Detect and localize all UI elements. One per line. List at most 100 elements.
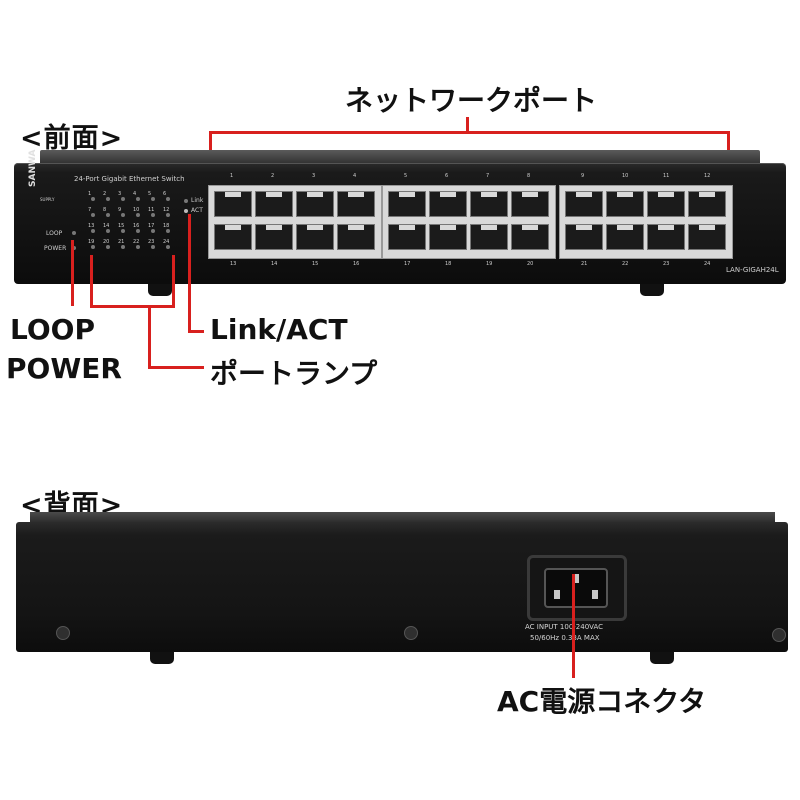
front-foot-left <box>148 284 172 296</box>
port-number-top: 5 <box>404 173 408 179</box>
port-led-number: 16 <box>133 223 140 229</box>
port-led-number: 5 <box>148 191 152 197</box>
port-lamp-callout: ポートランプ <box>210 357 378 390</box>
port-led <box>166 229 170 233</box>
port-led <box>136 197 140 201</box>
port-number-top: 3 <box>312 173 316 179</box>
port-led-number: 22 <box>133 239 140 245</box>
port-led-number: 21 <box>118 239 125 245</box>
port-number-bottom: 20 <box>527 261 534 267</box>
power-led <box>72 246 76 250</box>
port-led-number: 23 <box>148 239 155 245</box>
port-number-top: 1 <box>230 173 234 179</box>
port-led <box>121 245 125 249</box>
back-foot-left <box>150 652 174 664</box>
ethernet-port[interactable] <box>296 224 334 250</box>
network-ports-callout: ネットワークポート <box>345 84 598 117</box>
ac-pin-left <box>554 590 560 599</box>
port-number-bottom: 15 <box>312 261 319 267</box>
ac-rating-text: 50/60Hz 0.33A MAX <box>530 634 600 642</box>
port-led-number: 24 <box>163 239 170 245</box>
port-led <box>121 229 125 233</box>
lamp-callout-to-text <box>148 366 204 369</box>
port-led <box>136 213 140 217</box>
ethernet-port[interactable] <box>337 191 375 217</box>
ac-pin-right <box>592 590 598 599</box>
brand-logo: SANWA <box>28 149 38 187</box>
link-led <box>184 199 188 203</box>
ethernet-port[interactable] <box>647 224 685 250</box>
port-led-number: 18 <box>163 223 170 229</box>
ethernet-port[interactable] <box>511 191 549 217</box>
ac-callout-line <box>572 574 575 678</box>
port-number-top: 10 <box>622 173 629 179</box>
act-label: ACT <box>191 207 203 214</box>
link-label: Link <box>191 197 204 204</box>
ethernet-port[interactable] <box>429 224 467 250</box>
port-led-number: 15 <box>118 223 125 229</box>
port-led <box>136 229 140 233</box>
port-led <box>106 197 110 201</box>
ethernet-port[interactable] <box>429 191 467 217</box>
port-number-top: 6 <box>445 173 449 179</box>
screw-left <box>56 626 70 640</box>
ethernet-port[interactable] <box>688 224 726 250</box>
port-led <box>106 245 110 249</box>
port-led <box>91 245 95 249</box>
ethernet-port[interactable] <box>647 191 685 217</box>
port-led-number: 9 <box>118 207 122 213</box>
port-led-number: 20 <box>103 239 110 245</box>
port-led-number: 8 <box>103 207 107 213</box>
ac-power-socket[interactable] <box>527 555 627 621</box>
screw-right <box>772 628 786 642</box>
ethernet-port[interactable] <box>214 224 252 250</box>
port-led-number: 14 <box>103 223 110 229</box>
port-led-number: 2 <box>103 191 107 197</box>
ethernet-port[interactable] <box>388 191 426 217</box>
power-callout: POWER <box>6 352 122 385</box>
port-led <box>151 197 155 201</box>
port-number-top: 11 <box>663 173 670 179</box>
port-led-number: 19 <box>88 239 95 245</box>
lamp-callout-drop <box>148 305 151 367</box>
lamp-callout-h <box>90 305 175 308</box>
ethernet-port[interactable] <box>470 224 508 250</box>
ac-connector-callout: AC電源コネクタ <box>497 685 707 718</box>
ethernet-port[interactable] <box>470 191 508 217</box>
ethernet-port[interactable] <box>565 224 603 250</box>
ac-input-text: AC INPUT 100-240VAC <box>525 623 604 631</box>
act-led <box>184 209 188 213</box>
port-led <box>91 213 95 217</box>
ethernet-port[interactable] <box>511 224 549 250</box>
port-led <box>151 229 155 233</box>
lamp-callout-left-v <box>90 255 93 307</box>
ethernet-port[interactable] <box>255 224 293 250</box>
ethernet-port[interactable] <box>565 191 603 217</box>
ethernet-port[interactable] <box>388 224 426 250</box>
port-led <box>136 245 140 249</box>
lamp-callout-right-v <box>172 255 175 307</box>
model-number: LAN-GIGAH24L <box>726 266 779 274</box>
port-number-top: 9 <box>581 173 585 179</box>
port-number-top: 4 <box>353 173 357 179</box>
ethernet-port[interactable] <box>337 224 375 250</box>
port-led-number: 17 <box>148 223 155 229</box>
port-number-bottom: 19 <box>486 261 493 267</box>
port-led <box>166 213 170 217</box>
port-led-number: 12 <box>163 207 170 213</box>
front-panel: SANWA SUPPLY 24-Port Gigabit Ethernet Sw… <box>14 150 786 284</box>
link-callout-v <box>188 214 191 332</box>
port-led <box>166 245 170 249</box>
ethernet-port[interactable] <box>688 191 726 217</box>
ethernet-port[interactable] <box>296 191 334 217</box>
ethernet-port[interactable] <box>214 191 252 217</box>
product-name: 24-Port Gigabit Ethernet Switch <box>74 175 185 183</box>
ethernet-port[interactable] <box>606 191 644 217</box>
port-led <box>106 213 110 217</box>
ethernet-port[interactable] <box>255 191 293 217</box>
port-led-number: 6 <box>163 191 167 197</box>
port-number-bottom: 24 <box>704 261 711 267</box>
ethernet-port[interactable] <box>606 224 644 250</box>
port-led-number: 1 <box>88 191 92 197</box>
